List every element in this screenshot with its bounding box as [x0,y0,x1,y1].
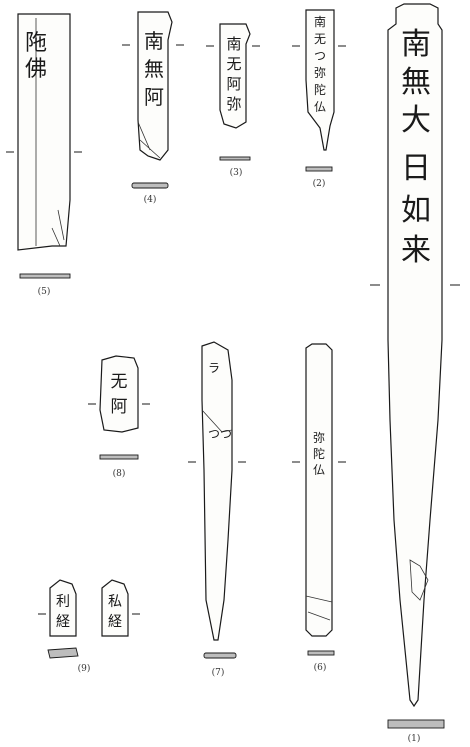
tablet-8: 无 阿 (8) [88,355,150,479]
tablet-5: 陁 佛 (5) [6,13,82,297]
inscription-line: 阿 [226,75,241,93]
inscription-line: 私 [108,594,122,610]
tablet-3: 南 无 阿 弥 (3) [206,23,260,178]
inscription-line: 阿 [144,85,164,109]
tablet-4: 南 無 阿 (4) [122,11,184,205]
cross-section [219,156,251,161]
figure-label: (2) [313,178,326,189]
inscription-line: 無 [401,65,431,100]
figure-label: (7) [212,667,225,678]
inscription-line: 経 [56,614,70,630]
cross-section [203,652,237,659]
cross-section [307,650,335,656]
cross-section [387,719,445,729]
inscription-line: 弥 [314,65,326,80]
inscription-line: 阿 [111,397,128,417]
inscription-line: 如 [401,193,431,228]
inscription-line: 経 [108,614,122,630]
inscription-line: 日 [401,151,431,186]
inscription-line: 南 [314,14,326,29]
figure-label: (6) [314,662,327,673]
tablet-9: 利 経 私 経 (9) [38,579,140,674]
cross-section [131,182,169,189]
inscription-line: 弥 [226,95,241,113]
tablet-2: 南 无 つ 弥 陀 仏 (2) [292,9,346,189]
inscription-line: 陁 [25,31,47,56]
cross-section [47,647,79,659]
inscription-line: 仏 [313,463,325,477]
inscription-line: 陀 [314,82,326,97]
inscription-line: 弥 [313,430,325,445]
figure-label: (1) [408,733,421,744]
inscription-line: 无 [314,32,326,46]
inscription-line: 无 [226,55,241,73]
tablet-7: ラ つつ (7) [188,341,246,678]
inscription-line: 無 [144,57,164,81]
inscription-line: 无 [111,372,128,392]
figure-label: (5) [38,286,51,297]
inscription-line: 南 [226,35,241,53]
figure-label: (4) [144,194,157,205]
inscription-line: 南 [144,29,164,53]
cross-section [305,166,333,172]
cross-section [99,454,139,460]
inscription-line: 南 [401,27,431,62]
inscription-line: 利 [56,594,70,610]
inscription-line: 佛 [25,57,47,82]
tablet-1: 南 無 大 日 如 来 (1) [370,3,460,744]
cross-section [19,273,71,279]
inscription-line: ラ [208,361,220,375]
inscription-line: 大 [401,103,431,138]
inscription-line: 仏 [314,100,326,114]
tablet-6: 弥 陀 仏 (6) [292,343,346,673]
figure-label: (3) [230,167,243,178]
inscription-line: 来 [401,233,431,268]
inscription-line: 陀 [313,446,325,461]
inscription-line: つつ [208,427,232,441]
figure-label: (8) [113,468,126,479]
inscription-line: つ [314,49,326,63]
figure-label: (9) [78,663,91,674]
